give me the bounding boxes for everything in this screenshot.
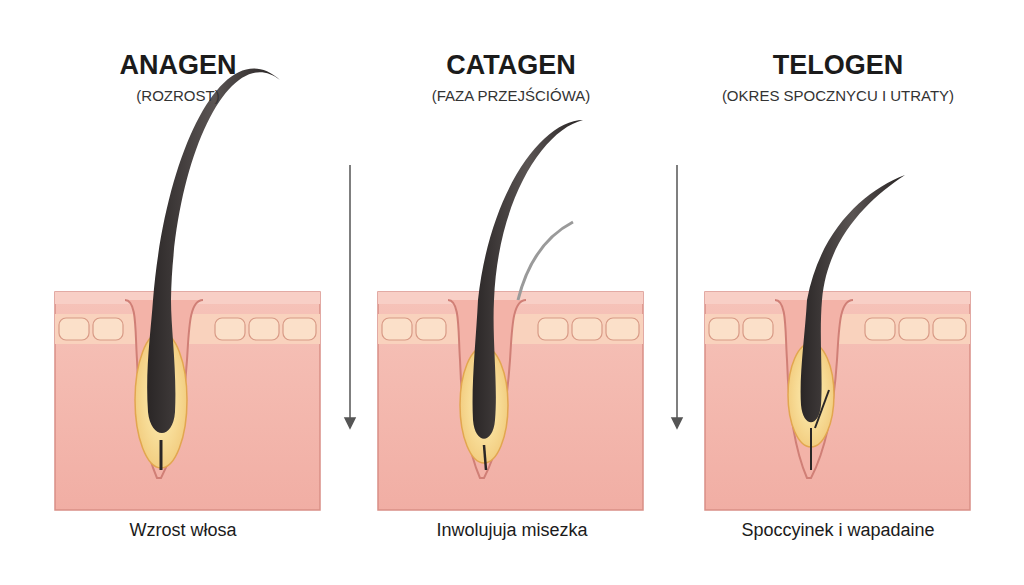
phase-arrow bbox=[345, 165, 682, 428]
phase-heading: CATAGEN bbox=[446, 50, 576, 81]
phase-heading: ANAGEN bbox=[119, 50, 236, 81]
phase-caption: Spoccyinek i wapadaine bbox=[741, 520, 934, 541]
phase-caption: Inwolujuja misezka bbox=[436, 520, 587, 541]
phase-subtitle: (ROZROST) bbox=[136, 87, 219, 104]
phase-subtitle: (FAZA PRZEJŚCIÓWA) bbox=[432, 87, 591, 104]
phase-heading: TELOGEN bbox=[773, 50, 904, 81]
phase-caption: Wzrost włosa bbox=[129, 520, 236, 541]
phase-subtitle: (OKRES SPOCZNYCU I UTRATY) bbox=[722, 87, 954, 104]
